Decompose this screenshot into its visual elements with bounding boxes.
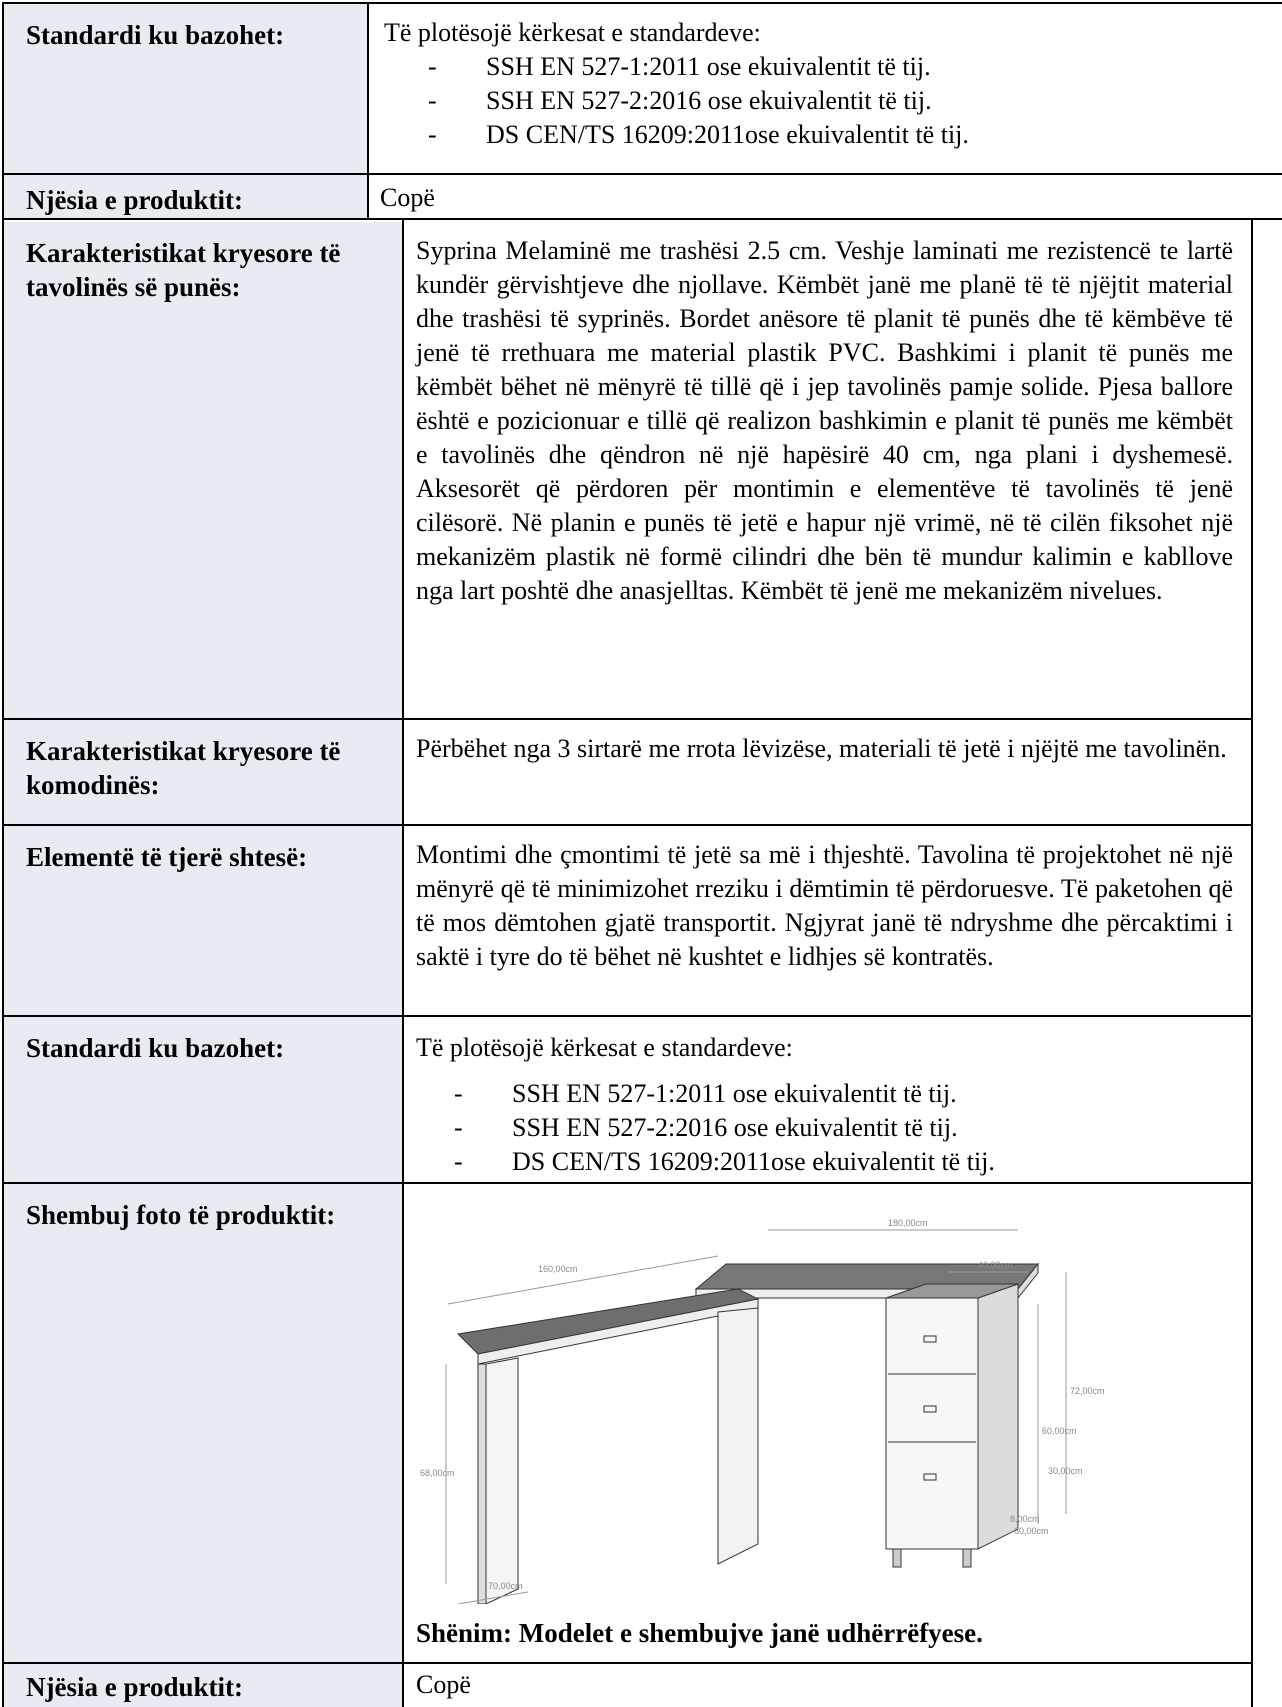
label-text: Shembuj foto të produktit:: [26, 1200, 336, 1230]
dim-label: 30,00cm: [1048, 1466, 1083, 1476]
value-photo: 180,00cm 160,00cm 40,00cm 72,00cm 60,00c…: [404, 1184, 1251, 1662]
dim-label: 180,00cm: [888, 1218, 928, 1228]
label-desk: Karakteristikat kryesore të tavolinës së…: [4, 222, 402, 718]
label-standard-2: Standardi ku bazohet:: [4, 1017, 402, 1182]
unit-value: Copë: [416, 1670, 471, 1699]
dim-label: 72,00cm: [1070, 1386, 1105, 1396]
label-text: Karakteristikat kryesore të tavolinës së…: [26, 238, 341, 302]
value-standard-2: Të plotësojë kërkesat e standardeve: -SS…: [404, 1017, 1251, 1182]
dim-label: 70,00cm: [488, 1581, 523, 1591]
label-unit-2: Njësia e produktit:: [4, 1664, 402, 1707]
dim-label: 60,00cm: [1042, 1426, 1077, 1436]
value-desk: Syprina Melaminë me trashësi 2.5 cm. Ves…: [404, 222, 1251, 718]
label-text: Njësia e produktit:: [26, 185, 244, 215]
label-text: Elementë të tjerë shtesë:: [26, 842, 308, 872]
standard-intro: Të plotësojë kërkesat e standardeve:: [416, 1033, 793, 1062]
dim-label: 68,00cm: [420, 1468, 455, 1478]
label-text: Standardi ku bazohet:: [26, 1033, 285, 1063]
standards-list: -SSH EN 527-1:2011 ose ekuivalentit të t…: [428, 50, 1282, 152]
dim-label: 160,00cm: [538, 1264, 578, 1274]
list-item: -DS CEN/TS 16209:2011ose ekuivalentit të…: [454, 1147, 995, 1176]
list-item: -SSH EN 527-1:2011 ose ekuivalentit të t…: [454, 1079, 957, 1108]
label-photo: Shembuj foto të produktit:: [4, 1184, 402, 1662]
value-extras: Montimi dhe çmontimi të jetë sa më i thj…: [404, 826, 1251, 1015]
value-unit-2: Copë: [404, 1664, 1251, 1707]
label-standard-1: Standardi ku bazohet:: [4, 4, 368, 173]
label-text: Karakteristikat kryesore të komodinës:: [26, 736, 341, 800]
standards-list: -SSH EN 527-1:2011 ose ekuivalentit të t…: [454, 1077, 1251, 1179]
label-extras: Elementë të tjerë shtesë:: [4, 826, 402, 1015]
desk-product-photo: 180,00cm 160,00cm 40,00cm 72,00cm 60,00c…: [420, 1218, 1105, 1604]
value-drawer: Përbëhet nga 3 sirtarë me rrota lëvizëse…: [404, 720, 1251, 824]
label-drawer: Karakteristikat kryesore të komodinës:: [4, 720, 402, 824]
extras-description: Montimi dhe çmontimi të jetë sa më i thj…: [416, 840, 1233, 971]
value-standard-1: Të plotësojë kërkesat e standardeve: -SS…: [370, 4, 1282, 173]
label-text: Standardi ku bazohet:: [26, 20, 285, 50]
photo-note: Shënim: Modelet e shembujve janë udhërrë…: [416, 1618, 983, 1648]
drawer-description: Përbëhet nga 3 sirtarë me rrota lëvizëse…: [416, 734, 1227, 763]
unit-value: Copë: [380, 183, 435, 212]
list-item: -SSH EN 527-2:2016 ose ekuivalentit të t…: [428, 86, 932, 115]
list-item: -SSH EN 527-2:2016 ose ekuivalentit të t…: [454, 1113, 958, 1142]
list-item: -DS CEN/TS 16209:2011ose ekuivalentit të…: [428, 120, 969, 149]
value-unit-1: Copë: [370, 175, 1282, 218]
standard-intro: Të plotësojë kërkesat e standardeve:: [384, 18, 761, 47]
list-item: -SSH EN 527-1:2011 ose ekuivalentit të t…: [428, 52, 931, 81]
desk-description: Syprina Melaminë me trashësi 2.5 cm. Ves…: [416, 236, 1233, 605]
label-unit-1: Njësia e produktit:: [4, 175, 368, 218]
label-text: Njësia e produktit:: [26, 1672, 244, 1702]
dim-label: 60,00cm: [1014, 1526, 1049, 1536]
dim-label: 8,00cm: [1010, 1514, 1040, 1524]
dim-label: 40,00cm: [978, 1260, 1013, 1270]
